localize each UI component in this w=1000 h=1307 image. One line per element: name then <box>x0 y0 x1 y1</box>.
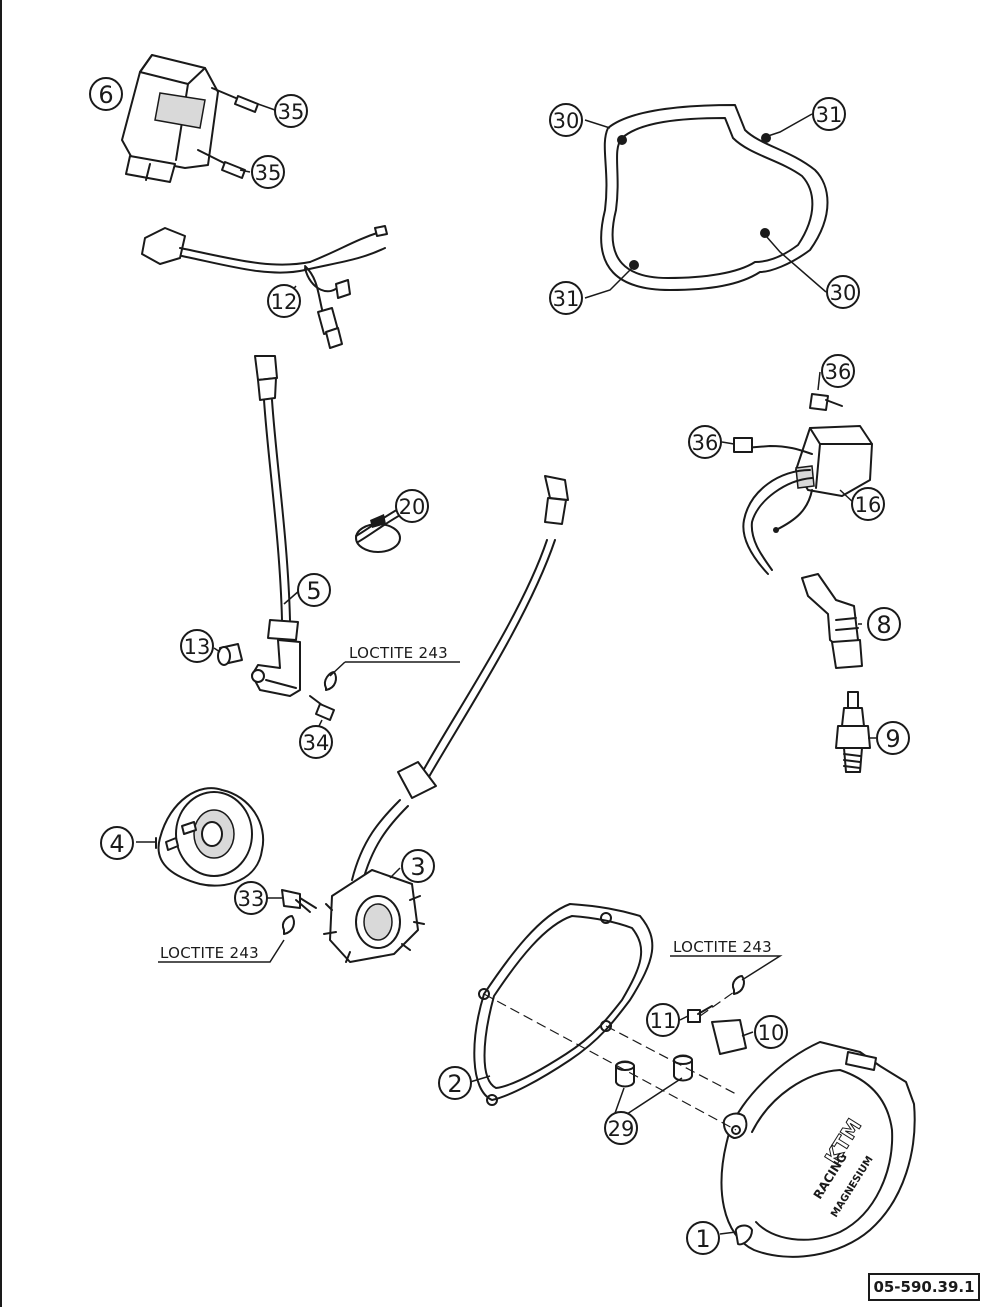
callout-31-lower: 31 <box>549 281 583 315</box>
callout-16: 16 <box>851 487 885 521</box>
callout-1: 1 <box>686 1221 720 1255</box>
part-3-stator <box>323 475 569 963</box>
callout-5: 5 <box>297 573 331 607</box>
callout-2: 2 <box>438 1066 472 1100</box>
part-2-gasket <box>473 903 654 1106</box>
loctite-note-right: LOCTITE 243 <box>673 938 772 956</box>
part-12-wiring-harness <box>141 225 388 349</box>
part-30-31-gasket <box>600 104 829 291</box>
callout-label: 30 <box>553 109 580 133</box>
part-1-ignition-cover: KTM RACING MAGNESIUM <box>720 1041 916 1258</box>
part-35-screws <box>197 87 259 179</box>
callout-label: 2 <box>447 1070 462 1098</box>
callout-label: 12 <box>271 290 298 314</box>
callout-label: 29 <box>608 1117 635 1141</box>
callout-9: 9 <box>876 721 910 755</box>
callout-4: 4 <box>100 826 134 860</box>
callout-label: 4 <box>109 830 124 858</box>
callout-36-upper: 36 <box>821 354 855 388</box>
callout-label: 9 <box>885 725 900 753</box>
callout-label: 34 <box>303 731 330 755</box>
callout-label: 11 <box>650 1009 677 1033</box>
callout-20: 20 <box>395 489 429 523</box>
callout-label: 35 <box>255 161 282 185</box>
callout-label: 3 <box>410 853 425 881</box>
callout-13: 13 <box>180 629 214 663</box>
callout-3: 3 <box>401 849 435 883</box>
callout-6: 6 <box>89 77 123 111</box>
part-33-screw <box>281 889 317 935</box>
callout-29: 29 <box>604 1111 638 1145</box>
callout-label: 10 <box>758 1021 785 1045</box>
callout-label: 31 <box>816 103 843 127</box>
callout-label: 36 <box>692 431 719 455</box>
page-border-line <box>0 0 2 1307</box>
callout-30-upper: 30 <box>549 103 583 137</box>
part-5-cable <box>251 355 301 697</box>
alignment-lines <box>483 991 737 1131</box>
callout-label: 8 <box>876 611 891 639</box>
part-34-screw <box>309 671 337 721</box>
loctite-note-left: LOCTITE 243 <box>160 944 259 962</box>
callout-label: 16 <box>855 493 882 517</box>
callout-label: 33 <box>238 887 265 911</box>
leader-lines <box>136 103 876 1235</box>
part-29-dowel-pins <box>615 1054 693 1088</box>
part-10-label-plate <box>711 1019 747 1055</box>
callout-8: 8 <box>867 607 901 641</box>
part-36-screws <box>809 393 843 411</box>
callout-label: 6 <box>98 81 113 109</box>
loctite-note-upper: LOCTITE 243 <box>349 644 448 662</box>
callout-35-lower: 35 <box>251 155 285 189</box>
diagram-reference-number: 05-590.39.1 <box>868 1273 980 1301</box>
callout-34: 34 <box>299 725 333 759</box>
callout-label: 31 <box>553 287 580 311</box>
part-13-grommet <box>217 643 243 666</box>
callout-label: 1 <box>695 1225 710 1253</box>
part-6-cdi-unit <box>121 54 219 183</box>
callout-36-lower: 36 <box>688 425 722 459</box>
part-8-spark-plug-cap <box>801 573 863 669</box>
callout-label: 5 <box>306 577 321 605</box>
callout-33: 33 <box>234 881 268 915</box>
callout-31-upper: 31 <box>812 97 846 131</box>
callout-11: 11 <box>646 1003 680 1037</box>
part-9-spark-plug <box>835 691 871 773</box>
callout-30-lower: 30 <box>826 275 860 309</box>
callout-10: 10 <box>754 1015 788 1049</box>
callout-label: 36 <box>825 360 852 384</box>
part-4-flywheel <box>155 787 265 887</box>
callout-label: 20 <box>399 495 426 519</box>
callout-35-upper: 35 <box>274 94 308 128</box>
part-16-ignition-coil <box>733 425 873 575</box>
part-11-screw <box>687 975 745 1023</box>
callout-12: 12 <box>267 284 301 318</box>
callout-label: 35 <box>278 100 305 124</box>
callout-label: 13 <box>184 635 211 659</box>
callout-label: 30 <box>830 281 857 305</box>
